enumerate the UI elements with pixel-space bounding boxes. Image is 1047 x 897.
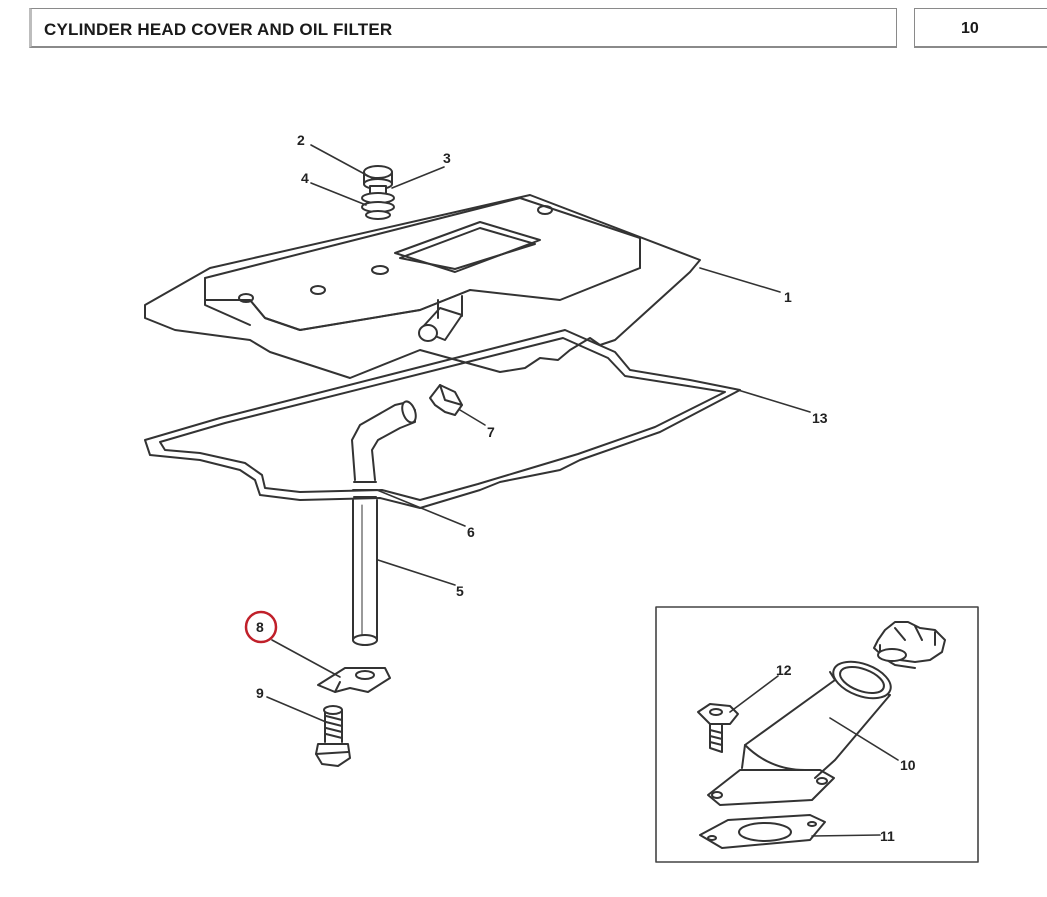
callout-5: 5 (456, 583, 464, 599)
callout-1: 1 (784, 289, 792, 305)
callout-6: 6 (467, 524, 475, 540)
callout-13: 13 (812, 410, 828, 426)
page-number: 10 (961, 20, 979, 37)
leader-lines (266, 144, 811, 723)
screw (697, 703, 739, 753)
callout-3: 3 (443, 150, 451, 166)
breather-tube (352, 499, 378, 646)
callout-7: 7 (487, 424, 495, 440)
hose-clip (429, 384, 463, 416)
bolt (315, 705, 351, 767)
callout-10: 10 (900, 757, 916, 773)
callout-2: 2 (297, 132, 305, 148)
breather-fitting (361, 165, 395, 220)
callout-8: 8 (256, 619, 264, 635)
title-box: CYLINDER HEAD COVER AND OIL FILTER (29, 8, 897, 48)
callout-12: 12 (776, 662, 792, 678)
page-title: CYLINDER HEAD COVER AND OIL FILTER (44, 20, 393, 39)
callout-9: 9 (256, 685, 264, 701)
oil-filler-cap (873, 621, 946, 669)
inset-leader-lines (729, 675, 899, 837)
filler-gasket (699, 814, 826, 849)
cover-gasket (144, 329, 741, 509)
callout-4: 4 (301, 170, 309, 186)
elbow-hose (351, 400, 417, 498)
page-number-box: 10 (914, 8, 1047, 48)
oil-filler-neck (707, 660, 892, 806)
cylinder-head-cover (144, 194, 701, 379)
callout-11: 11 (880, 828, 895, 844)
highlight-ring (244, 610, 278, 644)
